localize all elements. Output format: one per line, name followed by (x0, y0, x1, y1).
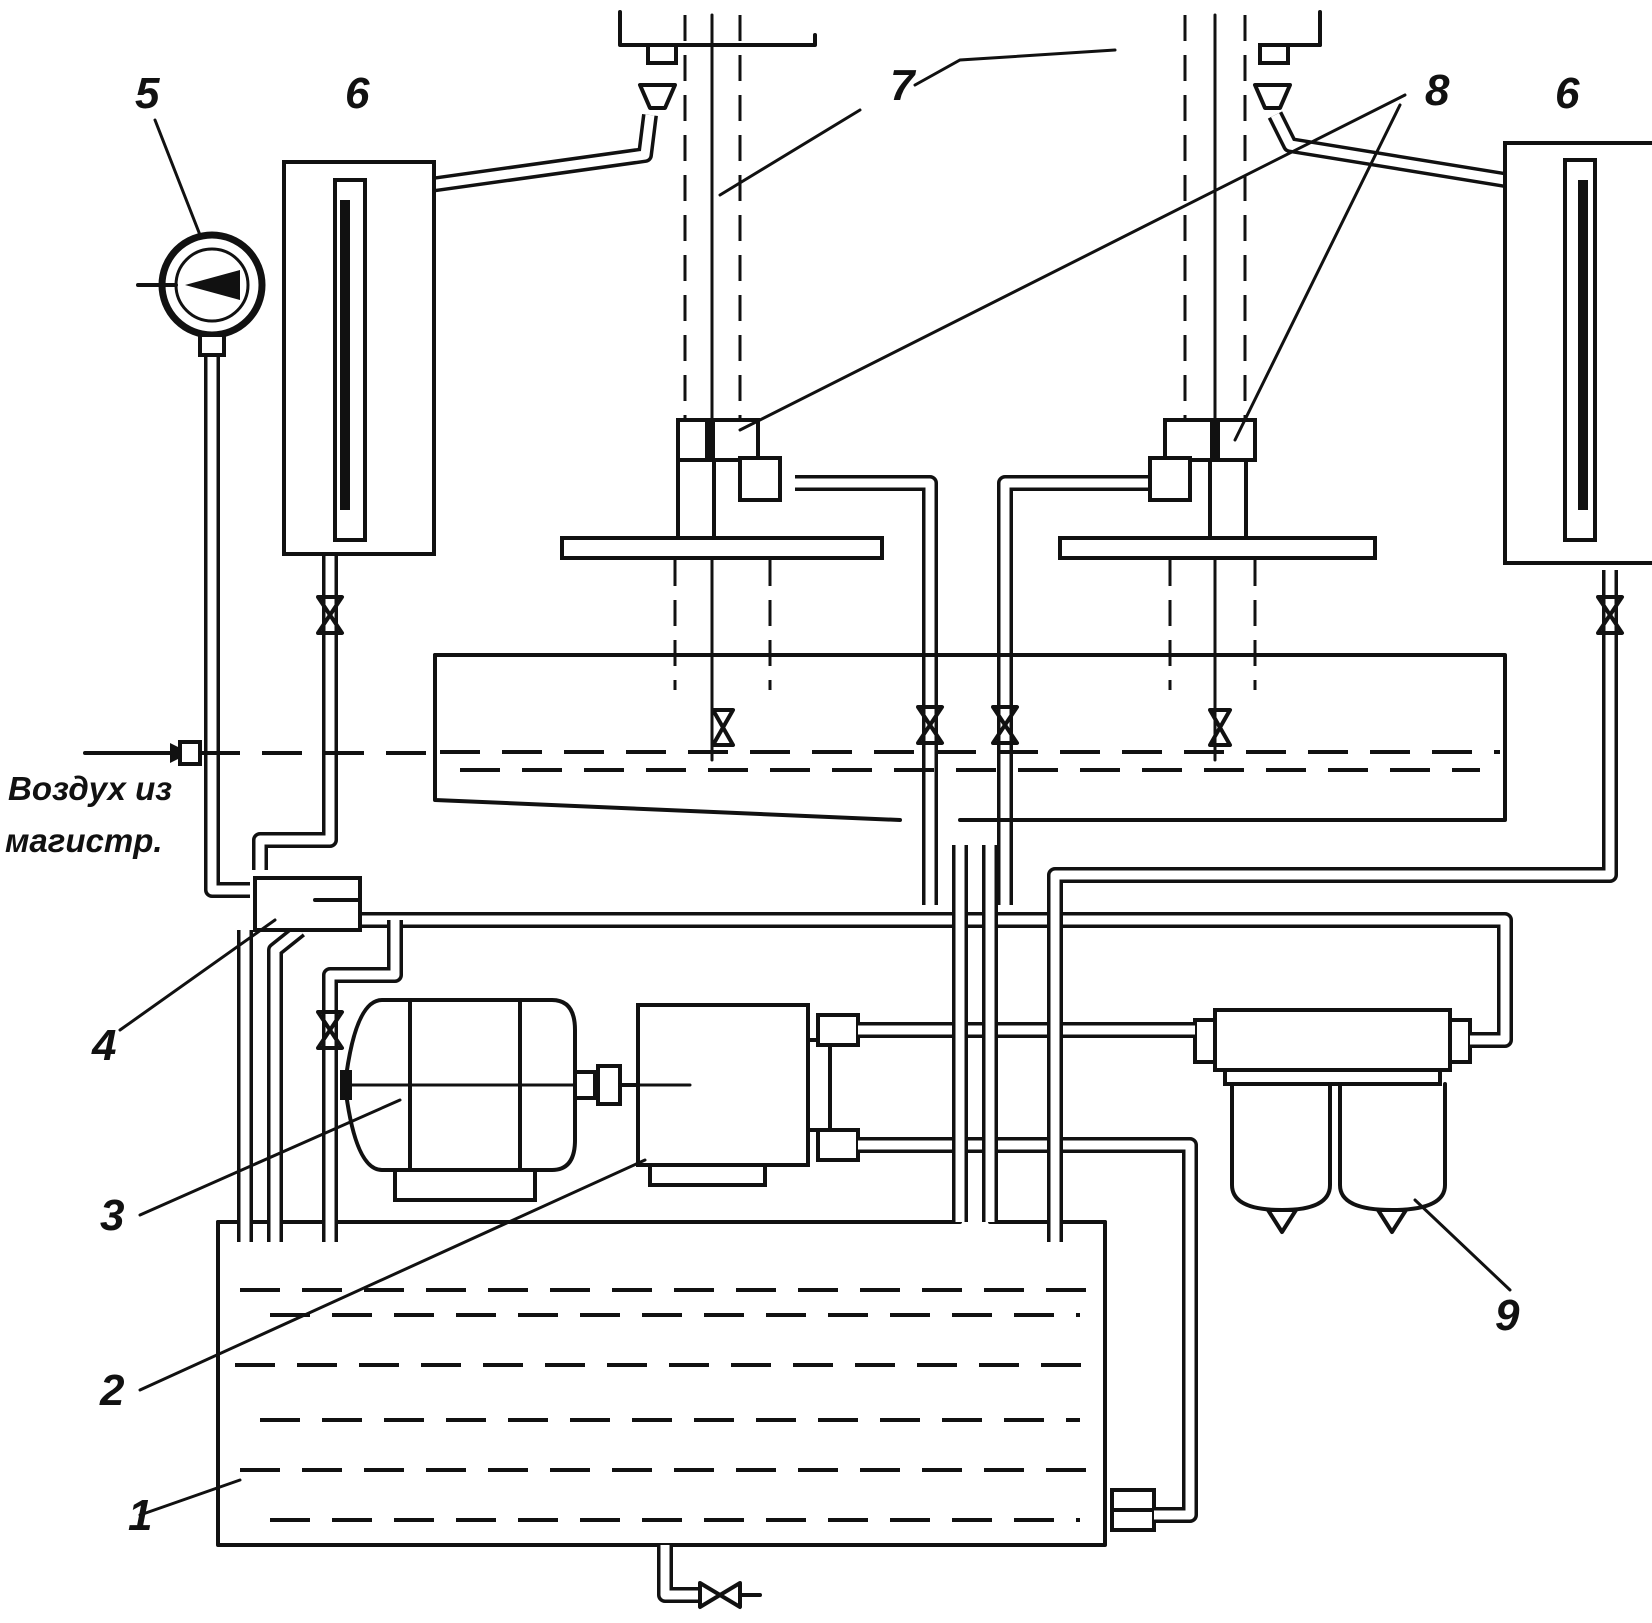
pump (636, 1003, 860, 1187)
electric-motor (340, 998, 642, 1202)
rotameter-left (282, 160, 436, 556)
label-nozzle: 8 (1425, 66, 1450, 115)
piping (204, 111, 1618, 1523)
spindle-right (1058, 10, 1377, 762)
tank-liquid (235, 1288, 1090, 1522)
label-filter: 9 (1495, 1291, 1520, 1340)
label-motor: 3 (100, 1191, 124, 1240)
tank (216, 1220, 1156, 1609)
drain-valve (657, 1545, 762, 1609)
twin-filter (1193, 1008, 1472, 1234)
rotameter-right (1503, 141, 1652, 565)
label-relay: 4 (91, 1021, 116, 1070)
air-caption-line2: магистр. (5, 822, 163, 859)
pressure-gauge (136, 231, 266, 357)
valves (316, 595, 1624, 1050)
machine-bed (433, 653, 1507, 822)
label-tank: 1 (128, 1491, 152, 1540)
spindle-left (560, 10, 884, 762)
leader-lines (118, 48, 1512, 1517)
label-pump: 2 (99, 1366, 125, 1415)
label-rotameter-left: 6 (345, 69, 370, 118)
label-rotameter-right: 6 (1555, 69, 1580, 118)
label-spindle: 7 (890, 61, 917, 110)
air-caption-line1: Воздух из (8, 770, 172, 807)
air-supply-line (83, 740, 440, 766)
label-gauge: 5 (135, 69, 160, 118)
